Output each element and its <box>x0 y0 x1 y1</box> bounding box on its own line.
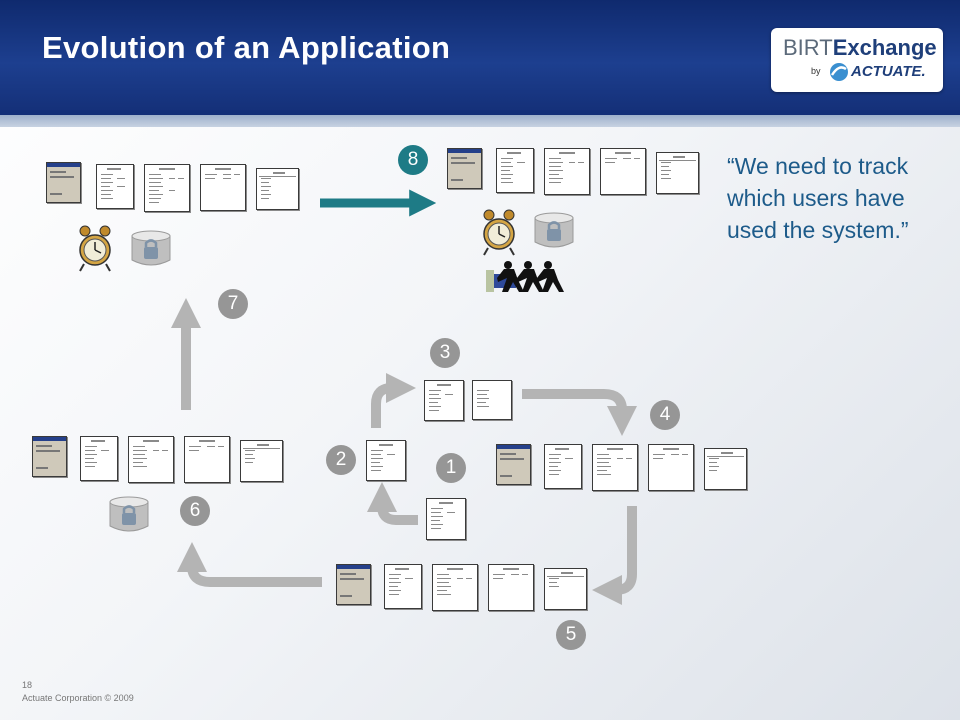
database-lock-icon <box>109 496 149 532</box>
slide-title: Evolution of an Application <box>42 30 451 65</box>
step-badge-8: 8 <box>398 145 428 175</box>
report-document-icon <box>592 444 638 491</box>
report-document-icon <box>80 436 118 481</box>
users-icon <box>486 261 564 292</box>
arrow-to-step-2 <box>367 482 418 525</box>
alarm-clock-icon <box>79 225 111 272</box>
step-badge-3: 3 <box>430 338 460 368</box>
report-document-icon <box>366 440 406 481</box>
report-document-icon <box>424 380 464 421</box>
report-document-icon <box>240 440 283 482</box>
database-lock-icon <box>534 212 574 248</box>
report-document-icon <box>472 380 512 420</box>
arrow-to-step-4 <box>522 389 637 436</box>
report-document-icon <box>488 564 534 611</box>
arrow-to-step-5 <box>592 506 637 605</box>
step-badge-4: 4 <box>650 400 680 430</box>
arrow-to-step-3 <box>371 373 416 428</box>
logo-brand: ACTUATE. <box>851 63 926 80</box>
report-document-icon <box>144 164 190 212</box>
report-document-icon <box>544 444 582 489</box>
logo-wordmark: BIRTExchange <box>783 35 937 60</box>
copyright: Actuate Corporation © 2009 <box>22 693 134 703</box>
form-icon <box>447 148 482 189</box>
report-document-icon <box>544 568 587 610</box>
report-document-icon <box>656 152 699 194</box>
step-badge-2: 2 <box>326 445 356 475</box>
form-icon <box>46 162 81 203</box>
logo-by: by <box>811 66 821 76</box>
database-lock-icon <box>131 230 171 266</box>
step-badge-6: 6 <box>180 496 210 526</box>
form-icon <box>336 564 371 605</box>
form-icon <box>32 436 67 477</box>
step-badge-7: 7 <box>218 289 248 319</box>
report-document-icon <box>96 164 134 209</box>
report-document-icon <box>648 444 694 491</box>
arrow-to-step-6 <box>177 542 322 587</box>
birt-exchange-logo: BIRTExchange by ACTUATE. <box>771 28 943 92</box>
report-document-icon <box>128 436 174 483</box>
header-divider <box>0 115 960 127</box>
step-badge-1: 1 <box>436 453 466 483</box>
report-document-icon <box>432 564 478 611</box>
report-document-icon <box>384 564 422 609</box>
report-document-icon <box>184 436 230 483</box>
report-document-icon <box>256 168 299 210</box>
user-quote: “We need to track which users have used … <box>727 153 909 243</box>
form-icon <box>496 444 531 485</box>
report-document-icon <box>200 164 246 211</box>
actuate-logo-icon <box>830 63 848 81</box>
report-document-icon <box>704 448 747 490</box>
step-badge-5: 5 <box>556 620 586 650</box>
report-document-icon <box>600 148 646 195</box>
report-document-icon <box>544 148 590 195</box>
slide-number: 18 <box>22 680 33 690</box>
alarm-clock-icon <box>483 209 515 256</box>
report-document-icon <box>426 498 466 540</box>
report-document-icon <box>496 148 534 193</box>
